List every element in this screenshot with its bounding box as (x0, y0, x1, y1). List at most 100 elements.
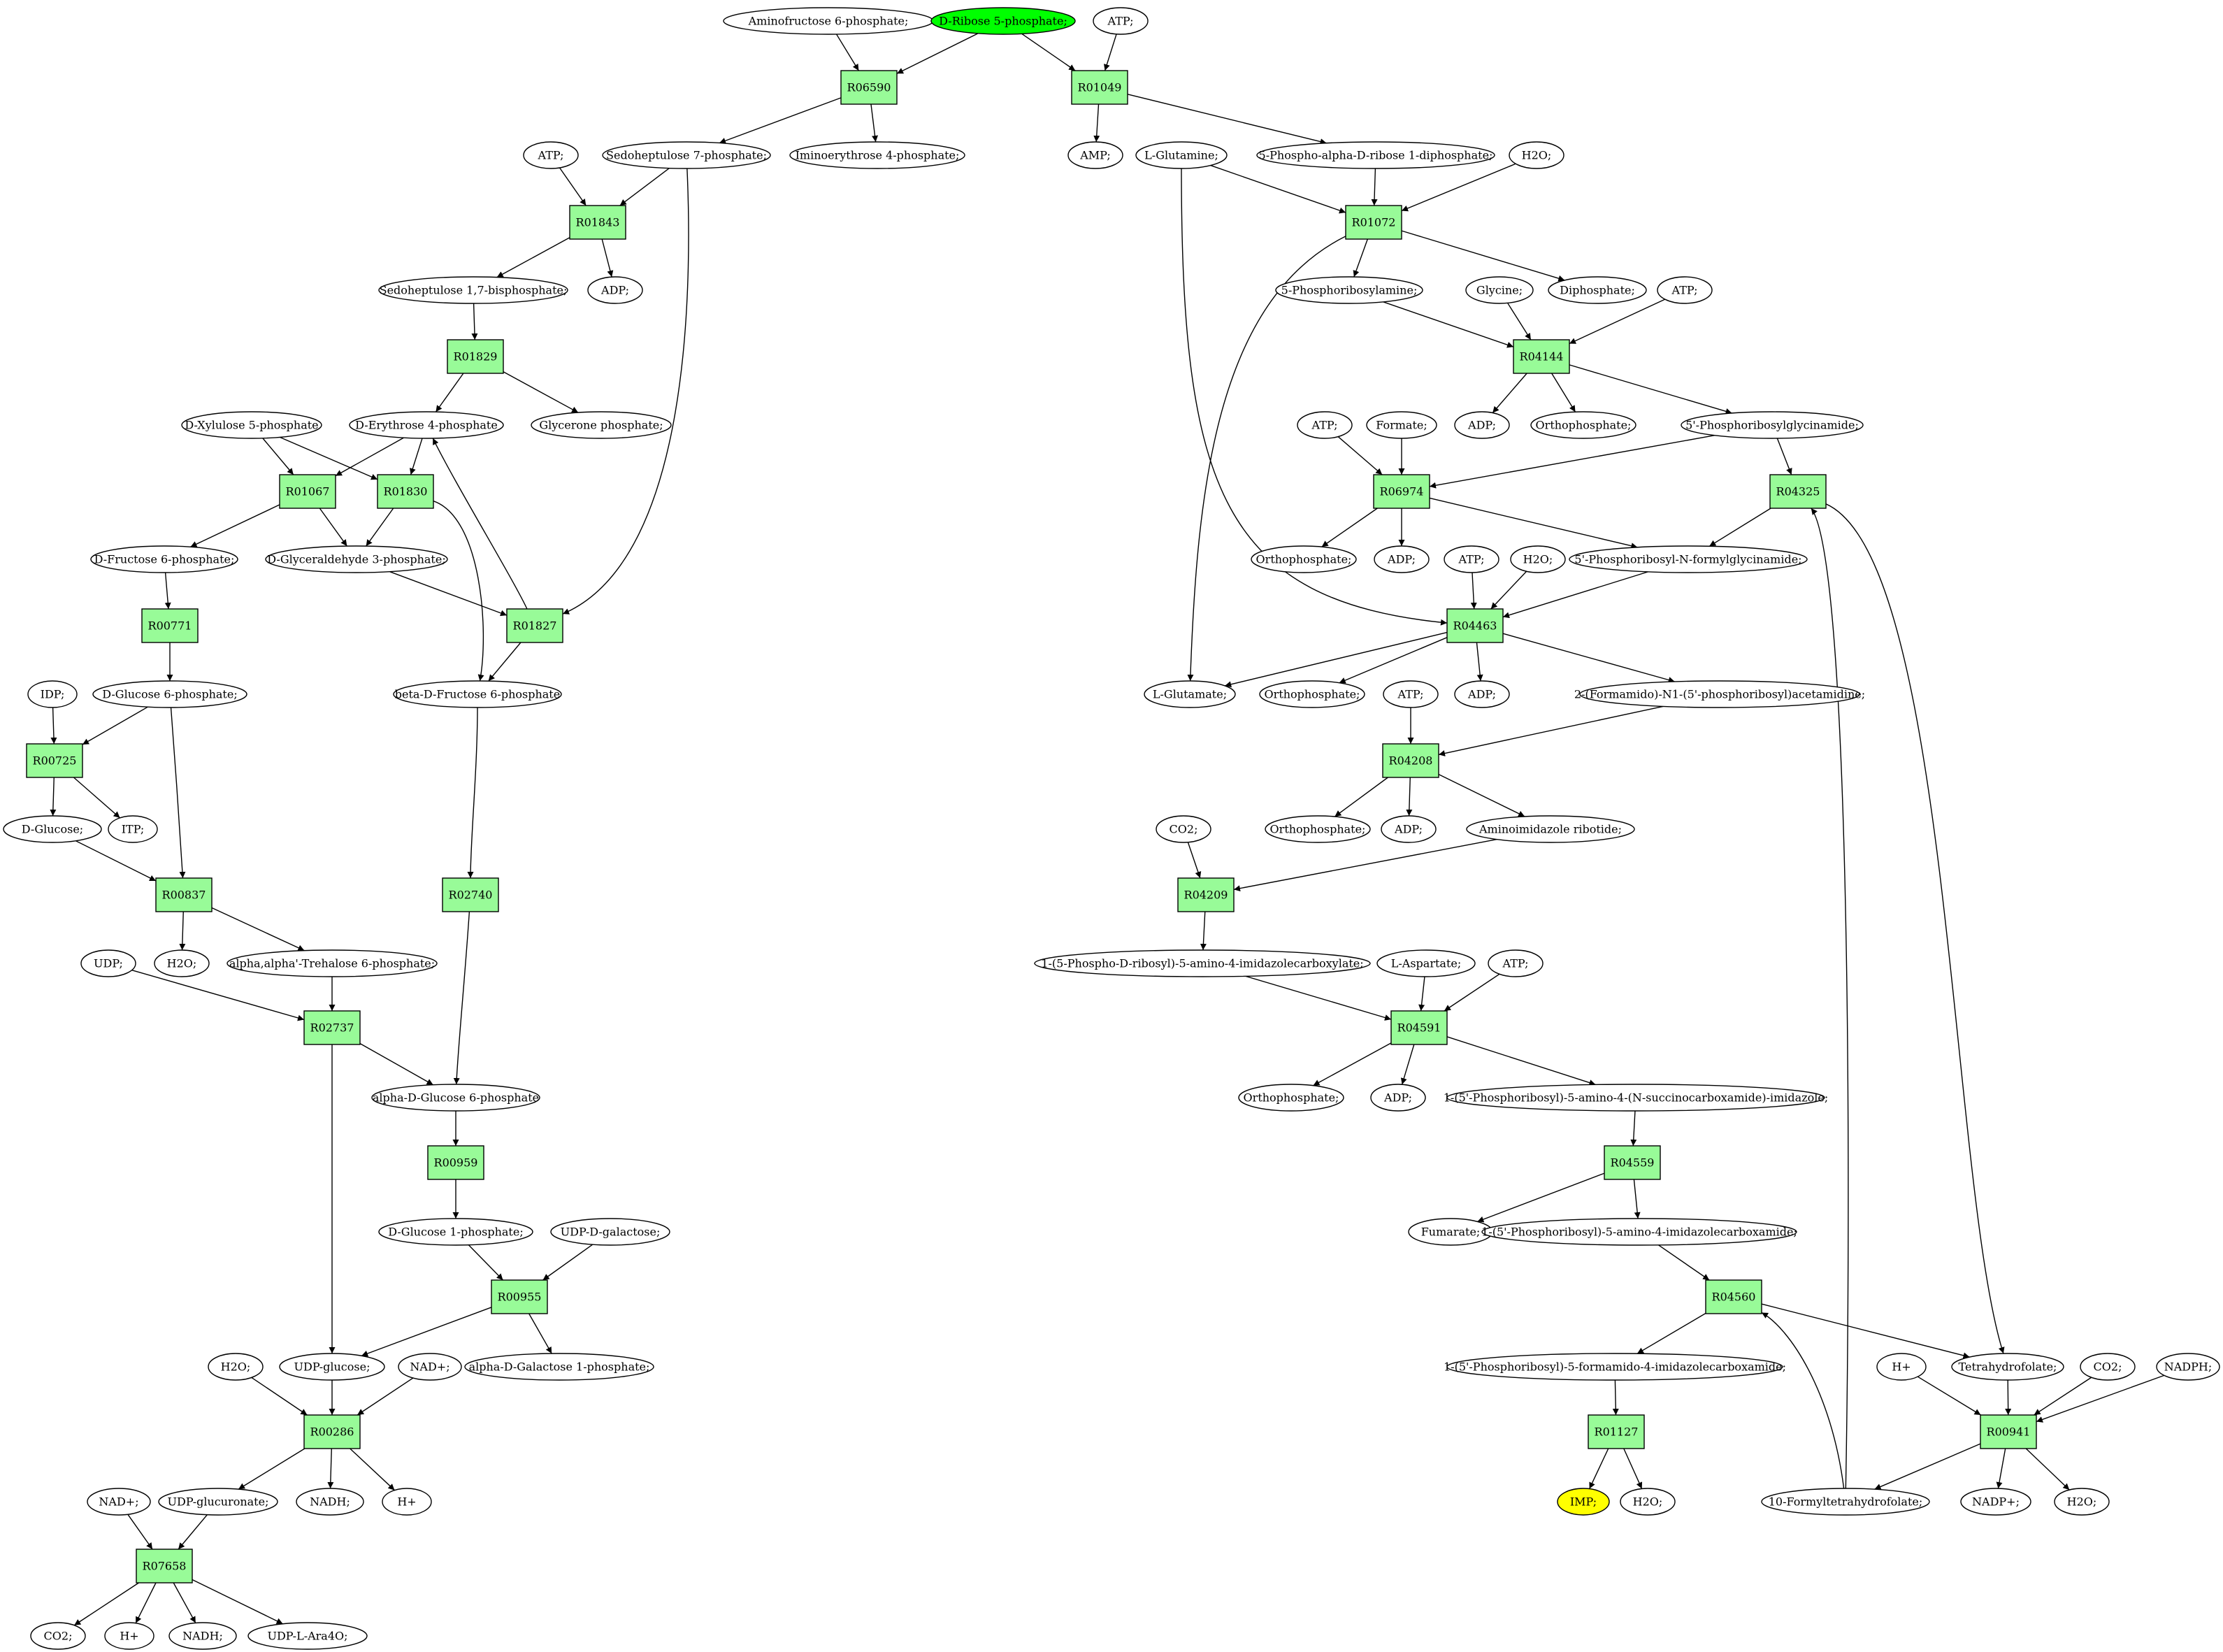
compound-aminofructose-6-phosphate[interactable]: Aminofructose 6-phosphate; (723, 7, 934, 35)
compound-h[interactable]: H+ (1876, 1353, 1927, 1381)
compound-udp-glucuronate[interactable]: UDP-glucuronate; (158, 1488, 278, 1516)
compound-idp[interactable]: IDP; (27, 680, 78, 708)
compound-10-formyltetrahydrofolate[interactable]: 10-Formyltetrahydrofolate; (1761, 1488, 1930, 1516)
compound-aminoimidazole-ribotide[interactable]: Aminoimidazole ribotide; (1466, 815, 1635, 843)
compound-orthophosphate[interactable]: Orthophosphate; (1530, 411, 1636, 439)
compound-adp[interactable]: ADP; (1454, 680, 1510, 708)
compound-d-glucose-6-phosphate[interactable]: D-Glucose 6-phosphate; (92, 680, 247, 708)
compound-diphosphate[interactable]: Diphosphate; (1548, 276, 1647, 304)
compound-udp-glucose[interactable]: UDP-glucose; (279, 1353, 385, 1381)
reaction-r01827[interactable]: R01827 (506, 608, 563, 643)
compound-atp[interactable]: ATP; (1444, 545, 1499, 573)
compound-adp[interactable]: ADP; (1374, 545, 1430, 573)
reaction-r01830[interactable]: R01830 (377, 474, 434, 509)
reaction-r04559[interactable]: R04559 (1604, 1145, 1661, 1180)
reaction-r04208[interactable]: R04208 (1382, 743, 1439, 778)
compound-l-glutamate[interactable]: L-Glutamate; (1144, 680, 1236, 708)
compound-adp[interactable]: ADP; (1370, 1084, 1426, 1112)
reaction-r00725[interactable]: R00725 (26, 743, 83, 778)
reaction-r00771[interactable]: R00771 (141, 608, 199, 643)
compound-atp[interactable]: ATP; (1488, 949, 1544, 977)
compound-itp[interactable]: ITP; (108, 815, 158, 843)
compound-glycine[interactable]: Glycine; (1465, 276, 1534, 304)
compound-l-aspartate[interactable]: L-Aspartate; (1376, 949, 1476, 977)
compound-5-phospho-alpha-d-ribose-1-diphosphate[interactable]: 5-Phospho-alpha-D-ribose 1-diphosphate; (1256, 141, 1495, 169)
compound-co2[interactable]: CO2; (30, 1622, 86, 1650)
compound-glycerone-phosphate[interactable]: Glycerone phosphate; (531, 411, 672, 439)
compound-atp[interactable]: ATP; (1383, 680, 1439, 708)
compound-alpha-d-glucose-6-phosphate[interactable]: alpha-D-Glucose 6-phosphate (371, 1084, 540, 1112)
compound-orthophosphate[interactable]: Orthophosphate; (1238, 1084, 1344, 1112)
reaction-r04463[interactable]: R04463 (1446, 608, 1504, 643)
compound-nad[interactable]: NAD+; (398, 1353, 462, 1381)
compound-adp[interactable]: ADP; (587, 276, 643, 304)
compound-adp[interactable]: ADP; (1381, 815, 1437, 843)
compound-udp[interactable]: UDP; (80, 949, 136, 977)
reaction-r04144[interactable]: R04144 (1513, 339, 1570, 374)
compound-atp[interactable]: ATP; (1093, 7, 1149, 35)
compound-2-formamido-n1-5-phosphoribosyl-acetamidine[interactable]: 2-(Formamido)-N1-(5'-phosphoribosyl)acet… (1574, 680, 1865, 708)
compound-d-glyceraldehyde-3-phosphate[interactable]: D-Glyceraldehyde 3-phosphate; (265, 545, 448, 573)
reaction-r01072[interactable]: R01072 (1345, 205, 1402, 240)
compound-co2[interactable]: CO2; (1156, 815, 1211, 843)
reaction-r00959[interactable]: R00959 (427, 1145, 484, 1180)
compound-h2o[interactable]: H2O; (1510, 545, 1566, 573)
reaction-r02737[interactable]: R02737 (303, 1010, 361, 1045)
reaction-r01843[interactable]: R01843 (569, 205, 626, 240)
compound-imp[interactable]: IMP; (1557, 1488, 1610, 1516)
compound-sedoheptulose-7-phosphate[interactable]: Sedoheptulose 7-phosphate; (602, 141, 771, 169)
reaction-r00286[interactable]: R00286 (303, 1414, 361, 1449)
compound-orthophosphate[interactable]: Orthophosphate; (1265, 815, 1371, 843)
compound-co2[interactable]: CO2; (2080, 1353, 2136, 1381)
compound-d-ribose-5-phosphate[interactable]: D-Ribose 5-phosphate; (930, 7, 1076, 35)
compound-h2o[interactable]: H2O; (1620, 1488, 1676, 1516)
compound-l-glutamine[interactable]: L-Glutamine; (1135, 141, 1228, 169)
compound-nadh[interactable]: NADH; (168, 1622, 237, 1650)
reaction-r01127[interactable]: R01127 (1588, 1414, 1645, 1449)
compound-d-erythrose-4-phosphate[interactable]: D-Erythrose 4-phosphate (349, 411, 504, 439)
compound-h2o[interactable]: H2O; (154, 949, 210, 977)
compound-nadp[interactable]: NADP+; (1960, 1488, 2031, 1516)
compound-1-5-phosphoribosyl-5-amino-4-n-succinocarboxamide-imidazole[interactable]: 1-(5'-Phosphoribosyl)-5-amino-4-(N-succi… (1444, 1084, 1829, 1112)
compound-udp-l-ara4o[interactable]: UDP-L-Ara4O; (247, 1622, 368, 1650)
compound-h2o[interactable]: H2O; (208, 1353, 264, 1381)
compound-1-5-phospho-d-ribosyl-5-amino-4-imidazolecarboxylate[interactable]: 1-(5-Phospho-D-ribosyl)-5-amino-4-imidaz… (1034, 949, 1371, 977)
compound-orthophosphate[interactable]: Orthophosphate; (1251, 545, 1357, 573)
compound-5-phosphoribosylamine[interactable]: 5-Phosphoribosylamine; (1275, 276, 1423, 304)
compound-5-phosphoribosylglycinamide[interactable]: 5'-Phosphoribosylglycinamide; (1681, 411, 1864, 439)
compound-udp-d-galactose[interactable]: UDP-D-galactose; (550, 1218, 670, 1246)
compound-orthophosphate[interactable]: Orthophosphate; (1259, 680, 1365, 708)
compound-beta-d-fructose-6-phosphate[interactable]: beta-D-Fructose 6-phosphate (393, 680, 562, 708)
compound-h2o[interactable]: H2O; (1509, 141, 1564, 169)
compound-h[interactable]: H+ (104, 1622, 154, 1650)
compound-iminoerythrose-4-phosphate[interactable]: Iminoerythrose 4-phosphate; (789, 141, 965, 169)
compound-d-glucose[interactable]: D-Glucose; (3, 815, 102, 843)
compound-sedoheptulose-1-7-bisphosphate[interactable]: Sedoheptulose 1,7-bisphosphate; (378, 276, 568, 304)
reaction-r04325[interactable]: R04325 (1769, 474, 1827, 509)
compound-1-5-phosphoribosyl-5-formamido-4-imidazolecarboxamide[interactable]: 1-(5'-Phosphoribosyl)-5-formamido-4-imid… (1444, 1353, 1786, 1381)
compound-h2o[interactable]: H2O; (2054, 1488, 2110, 1516)
reaction-r06590[interactable]: R06590 (840, 70, 898, 105)
compound-adp[interactable]: ADP; (1454, 411, 1510, 439)
compound-alpha-d-galactose-1-phosphate[interactable]: alpha-D-Galactose 1-phosphate; (464, 1353, 654, 1381)
reaction-r00837[interactable]: R00837 (155, 877, 213, 912)
compound-d-fructose-6-phosphate[interactable]: D-Fructose 6-phosphate; (90, 545, 238, 573)
compound-1-5-phosphoribosyl-5-amino-4-imidazolecarboxamide[interactable]: 1-(5'-Phosphoribosyl)-5-amino-4-imidazol… (1481, 1218, 1797, 1246)
compound-h[interactable]: H+ (382, 1488, 432, 1516)
compound-tetrahydrofolate[interactable]: Tetrahydrofolate; (1951, 1353, 2064, 1381)
reaction-r01049[interactable]: R01049 (1071, 70, 1128, 105)
reaction-r06974[interactable]: R06974 (1373, 474, 1430, 509)
reaction-r07658[interactable]: R07658 (136, 1549, 193, 1583)
compound-atp[interactable]: ATP; (1657, 276, 1713, 304)
compound-nad[interactable]: NAD+; (87, 1488, 151, 1516)
compound-d-xylulose-5-phosphate[interactable]: D-Xylulose 5-phosphate (181, 411, 322, 439)
compound-nadph[interactable]: NADPH; (2156, 1353, 2220, 1381)
compound-atp[interactable]: ATP; (523, 141, 579, 169)
reaction-r01829[interactable]: R01829 (447, 339, 504, 374)
reaction-r00941[interactable]: R00941 (1980, 1414, 2037, 1449)
compound-atp[interactable]: ATP; (1297, 411, 1353, 439)
compound-nadh[interactable]: NADH; (296, 1488, 364, 1516)
compound-amp[interactable]: AMP; (1067, 141, 1123, 169)
reaction-r02740[interactable]: R02740 (442, 877, 499, 912)
compound-d-glucose-1-phosphate[interactable]: D-Glucose 1-phosphate; (378, 1218, 533, 1246)
